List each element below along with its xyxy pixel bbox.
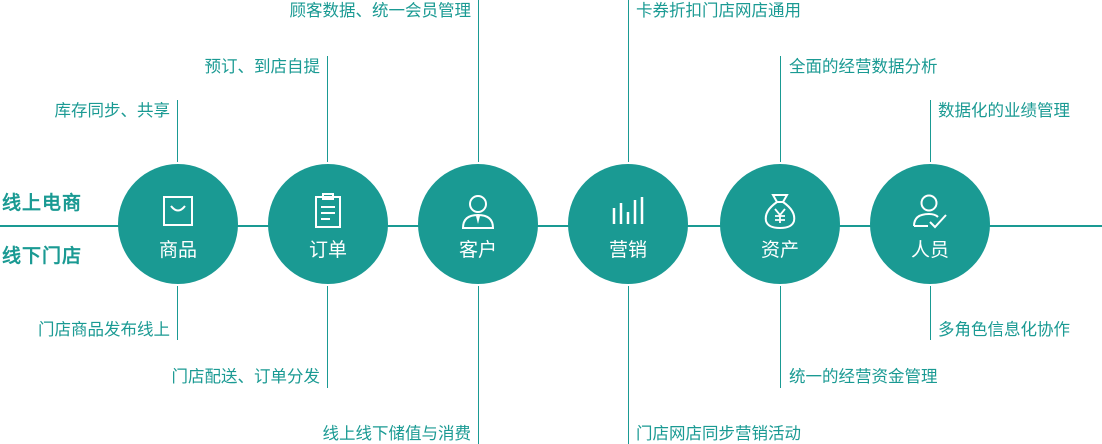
annotation-assets-bottom: 统一的经营资金管理 xyxy=(789,367,938,386)
annotation-marketing-top: 卡券折扣门店网店通用 xyxy=(636,1,801,20)
annotation-order-top: 预订、到店自提 xyxy=(204,57,321,76)
connector-customer-bottom xyxy=(478,286,479,444)
node-marketing: 营销 xyxy=(568,164,688,284)
user-check-icon xyxy=(913,194,947,228)
timeline-axis xyxy=(0,225,1102,227)
bar-chart-icon xyxy=(612,196,644,224)
clipboard-icon xyxy=(315,192,341,228)
annotation-staff-top: 数据化的业绩管理 xyxy=(938,101,1070,120)
connector-product-top xyxy=(177,100,178,162)
node-label: 订单 xyxy=(308,238,347,261)
annotation-assets-top: 全面的经营数据分析 xyxy=(789,57,938,76)
node-label: 商品 xyxy=(158,238,197,261)
node-label: 人员 xyxy=(910,238,949,261)
annotation-product-bottom: 门店商品发布线上 xyxy=(38,320,170,339)
annotation-staff-bottom: 多角色信息化协作 xyxy=(938,320,1070,339)
connector-assets-top xyxy=(780,56,781,162)
node-customer: 客户 xyxy=(418,164,538,284)
connector-product-bottom xyxy=(177,286,178,340)
connector-marketing-top xyxy=(628,0,629,162)
connector-customer-top xyxy=(478,0,479,162)
node-label: 资产 xyxy=(760,238,799,261)
annotation-customer-top: 顾客数据、统一会员管理 xyxy=(289,1,472,20)
node-label: 客户 xyxy=(458,238,497,261)
user-icon xyxy=(461,194,495,229)
shopping-bag-icon xyxy=(163,195,193,226)
connector-assets-bottom xyxy=(780,286,781,388)
money-bag-icon xyxy=(764,193,796,229)
connector-order-bottom xyxy=(327,286,328,388)
node-assets: 资产 xyxy=(720,164,840,284)
connector-marketing-bottom xyxy=(628,286,629,444)
annotation-marketing-bottom: 门店网店同步营销活动 xyxy=(636,424,801,443)
side-label-offline: 线下门店 xyxy=(2,245,83,267)
connector-staff-bottom xyxy=(930,286,931,340)
node-order: 订单 xyxy=(268,164,388,284)
annotation-order-bottom: 门店配送、订单分发 xyxy=(171,367,321,386)
connector-staff-top xyxy=(930,100,931,162)
side-label-online: 线上电商 xyxy=(2,192,83,214)
node-staff: 人员 xyxy=(870,164,990,284)
annotation-product-top: 库存同步、共享 xyxy=(54,101,171,120)
node-product: 商品 xyxy=(118,164,238,284)
connector-order-top xyxy=(327,56,328,162)
node-label: 营销 xyxy=(608,238,647,261)
annotation-customer-bottom: 线上线下储值与消费 xyxy=(322,424,472,443)
